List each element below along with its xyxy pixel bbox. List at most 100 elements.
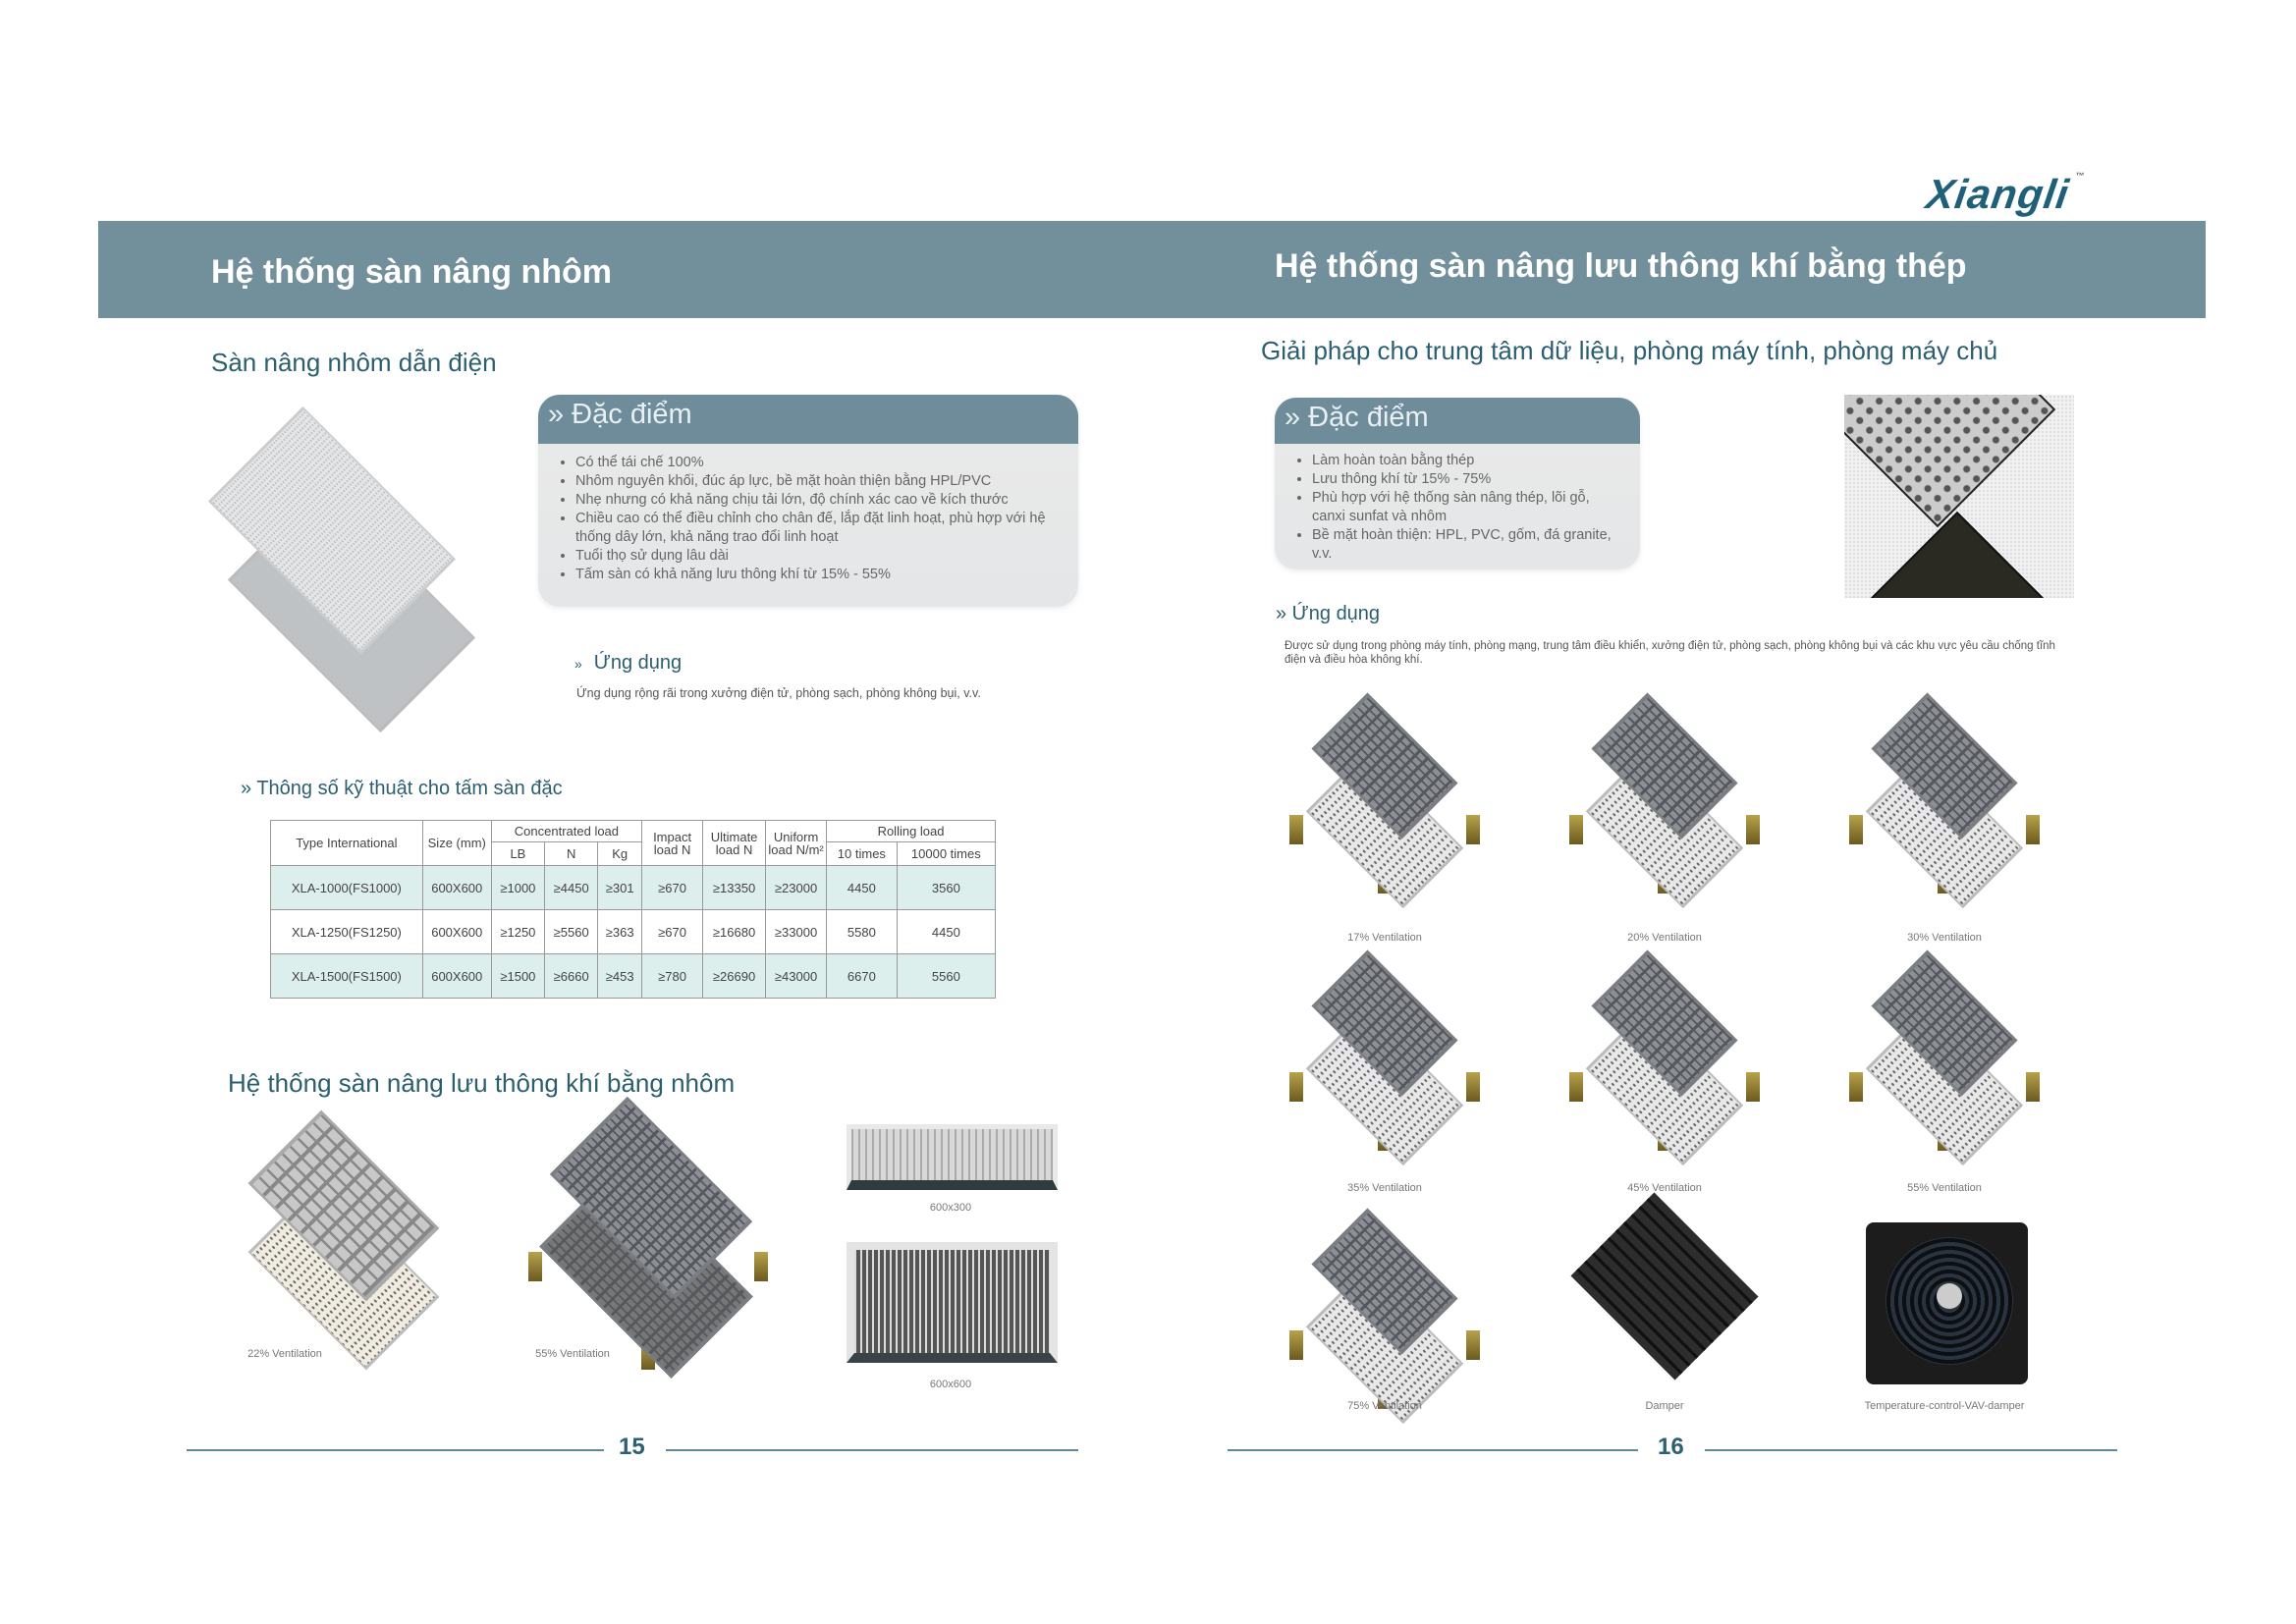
table-cell: ≥780 — [641, 953, 704, 999]
table-cell: ≥1000 — [490, 865, 546, 910]
col-r10: 10 times — [826, 841, 898, 866]
table-cell: ≥1250 — [490, 909, 546, 954]
table-cell: ≥33000 — [765, 909, 828, 954]
application-text-right: Được sử dụng trong phòng máy tính, phòng… — [1285, 640, 2055, 666]
table-cell: 6670 — [826, 953, 898, 999]
section-heading-ventilated-aluminum: Hệ thống sàn nâng lưu thông khí bằng nhô… — [228, 1068, 736, 1098]
table-cell: ≥363 — [597, 909, 643, 954]
table-cell: ≥1500 — [490, 953, 546, 999]
feature-item: Chiều cao có thể điều chỉnh cho chân đế,… — [575, 510, 1059, 547]
caption: 35% Ventilation — [1347, 1182, 1422, 1194]
table-cell: ≥13350 — [702, 865, 767, 910]
table-row: XLA-1500(FS1500)600X600≥1500≥6660≥453≥78… — [270, 953, 997, 999]
aluminum-panel-image — [185, 406, 519, 733]
page-title-left: Hệ thống sàn nâng nhôm — [211, 253, 612, 291]
feature-item: Nhôm nguyên khối, đúc áp lực, bề mặt hoà… — [575, 472, 1059, 491]
col-n: N — [544, 841, 599, 866]
table-cell: 5580 — [826, 909, 898, 954]
product-image — [1561, 1192, 1768, 1398]
grille-600x600-image — [847, 1242, 1058, 1363]
application-heading-right: » Ứng dụng — [1276, 603, 1381, 624]
features-title: » Đặc điểm — [538, 395, 1078, 444]
product-image — [1561, 949, 1768, 1180]
feature-item: Lưu thông khí từ 15% - 75% — [1312, 470, 1620, 489]
col-ultimate: Ultimate load N — [702, 820, 767, 866]
table-cell: 600X600 — [421, 909, 492, 954]
table-cell: XLA-1500(FS1500) — [270, 953, 423, 999]
footer-line — [1228, 1449, 1638, 1451]
footer-line — [666, 1449, 1078, 1451]
feature-item: Tấm sàn có khả năng lưu thông khí từ 15%… — [575, 566, 1059, 584]
feature-item: Bề mặt hoàn thiện: HPL, PVC, gốm, đá gra… — [1312, 526, 1620, 564]
product-image — [1282, 692, 1488, 930]
col-type: Type International — [270, 820, 423, 866]
table-cell: 3560 — [896, 865, 997, 910]
table-cell: ≥26690 — [702, 953, 767, 999]
page-number-right: 16 — [1658, 1434, 1684, 1460]
col-concentrated: Concentrated load — [490, 820, 643, 842]
caption: 600x600 — [929, 1379, 972, 1390]
table-cell: ≥43000 — [765, 953, 828, 999]
grille-600x300-image — [847, 1124, 1058, 1190]
col-uniform: Uniform load N/m² — [765, 820, 828, 866]
col-rolling: Rolling load — [826, 820, 996, 842]
caption: 17% Ventilation — [1347, 932, 1422, 944]
page-title-right: Hệ thống sàn nâng lưu thông khí bằng thé… — [1275, 247, 1967, 285]
table-cell: 5560 — [896, 953, 997, 999]
product-image — [1841, 1222, 2048, 1398]
table-cell: XLA-1250(FS1250) — [270, 909, 423, 954]
table-cell: 4450 — [896, 909, 997, 954]
caption: Damper — [1645, 1400, 1684, 1412]
caption: Temperature-control-VAV-damper — [1864, 1400, 2025, 1412]
application-text-left: Ứng dụng rộng rãi trong xưởng điện tử, p… — [576, 686, 981, 700]
caption: 600x300 — [929, 1202, 972, 1214]
table-cell: 600X600 — [421, 865, 492, 910]
section-heading-conductive: Sàn nâng nhôm dẫn điện — [211, 348, 497, 377]
vent-22-image — [221, 1110, 474, 1371]
caption: 55% Ventilation — [535, 1348, 610, 1360]
caption: 45% Ventilation — [1627, 1182, 1702, 1194]
feature-item: Có thể tái chế 100% — [575, 454, 1059, 472]
header-band — [98, 221, 2206, 318]
table-cell: 4450 — [826, 865, 898, 910]
spec-heading: » Thông số kỹ thuật cho tấm sàn đặc — [241, 778, 563, 799]
footer-line — [187, 1449, 604, 1451]
product-image — [1282, 1208, 1488, 1425]
vent-55-image — [509, 1096, 789, 1384]
caption: 20% Ventilation — [1627, 932, 1702, 944]
product-image — [1282, 949, 1488, 1180]
table-row: XLA-1000(FS1000)600X600≥1000≥4450≥301≥67… — [270, 865, 997, 910]
installed-floor-photo — [1844, 395, 2074, 598]
product-image — [1561, 692, 1768, 930]
table-cell: ≥16680 — [702, 909, 767, 954]
table-cell: ≥453 — [597, 953, 643, 999]
spec-table: Type International Size (mm) Concentrate… — [270, 820, 997, 999]
table-cell: ≥4450 — [544, 865, 599, 910]
caption: 30% Ventilation — [1907, 932, 1982, 944]
table-row: XLA-1250(FS1250)600X600≥1250≥5560≥363≥67… — [270, 909, 997, 954]
caption: 22% Ventilation — [247, 1348, 322, 1360]
product-image — [1841, 949, 2048, 1180]
col-r10000: 10000 times — [896, 841, 997, 866]
footer-line — [1705, 1449, 2117, 1451]
table-cell: ≥301 — [597, 865, 643, 910]
col-impact: Impact load N — [641, 820, 704, 866]
features-box-left: » Đặc điểm Có thể tái chế 100% Nhôm nguy… — [538, 395, 1078, 607]
feature-item: Làm hoàn toàn bằng thép — [1312, 452, 1620, 470]
caption: 75% Ventilation — [1347, 1400, 1422, 1412]
table-cell: ≥6660 — [544, 953, 599, 999]
table-cell: 600X600 — [421, 953, 492, 999]
feature-item: Tuổi thọ sử dụng lâu dài — [575, 547, 1059, 566]
table-cell: ≥670 — [641, 909, 704, 954]
features-title: » Đặc điểm — [1275, 398, 1640, 444]
col-size: Size (mm) — [421, 820, 492, 866]
col-kg: Kg — [597, 841, 643, 866]
features-box-right: » Đặc điểm Làm hoàn toàn bằng thép Lưu t… — [1275, 398, 1640, 569]
feature-item: Phù hợp với hệ thống sàn nâng thép, lõi … — [1312, 489, 1620, 526]
table-cell: XLA-1000(FS1000) — [270, 865, 423, 910]
subtitle-right: Giải pháp cho trung tâm dữ liệu, phòng m… — [1261, 336, 1998, 365]
table-cell: ≥670 — [641, 865, 704, 910]
application-heading-left: »Ứng dụng — [574, 652, 683, 674]
product-image — [1841, 692, 2048, 930]
